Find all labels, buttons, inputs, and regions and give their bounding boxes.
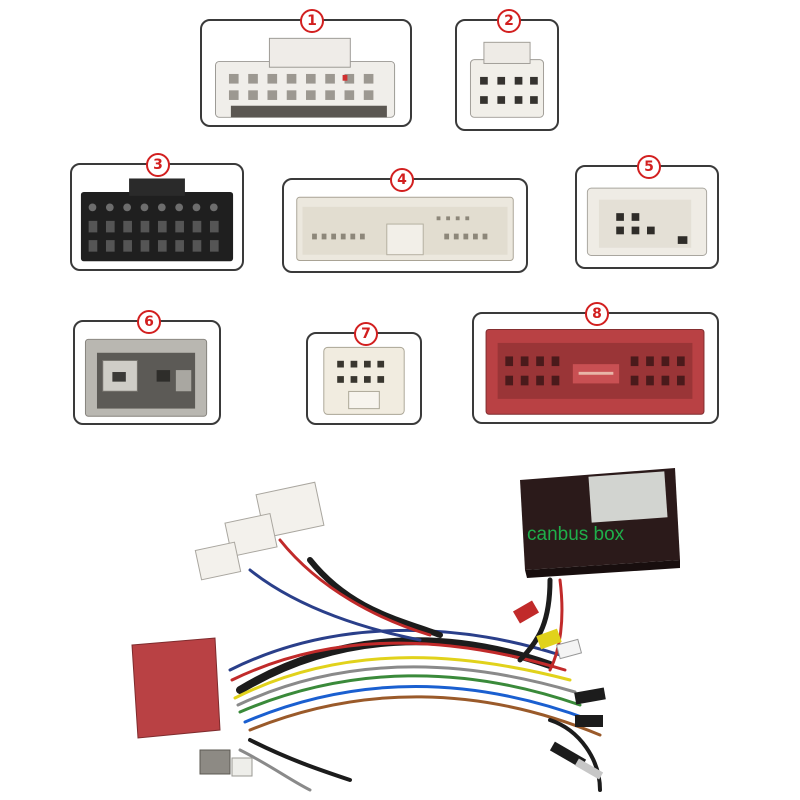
grey-connectors [199,749,253,777]
connector-panel-2: 2 [455,9,559,131]
connector-4-image [296,196,514,261]
connector-number-badge: 2 [497,9,521,33]
connector-6-image [84,338,208,417]
connector-number-badge: 5 [637,155,661,179]
connector-7-image [323,346,405,415]
connector-2-image [469,41,545,118]
connector-panel-8: 8 [472,302,719,424]
connector-8-image [485,328,705,415]
connector-number-badge: 6 [137,310,161,334]
connector-panel-1: 1 [200,9,412,127]
connector-3-image [80,178,234,262]
connector-panel-3: 3 [70,153,244,271]
connector-panel-7: 7 [306,322,422,425]
connector-panel-5: 5 [575,155,719,269]
connector-number-badge: 7 [354,322,378,346]
canbus-box-label: canbus box [527,524,625,545]
connector-number-badge: 8 [585,302,609,326]
connector-panel-4: 4 [282,168,528,273]
connector-panel-6: 6 [73,310,221,425]
connector-number-badge: 3 [146,153,170,177]
connector-5-image [586,187,708,256]
canbus-box [520,468,680,578]
rca-plugs [512,600,606,780]
wiring-harness-image [131,468,680,792]
red-block-connector [131,637,221,739]
white-connectors [194,481,325,581]
connector-number-badge: 1 [300,9,324,33]
connector-number-badge: 4 [390,168,414,192]
connector-1-image [215,37,396,118]
